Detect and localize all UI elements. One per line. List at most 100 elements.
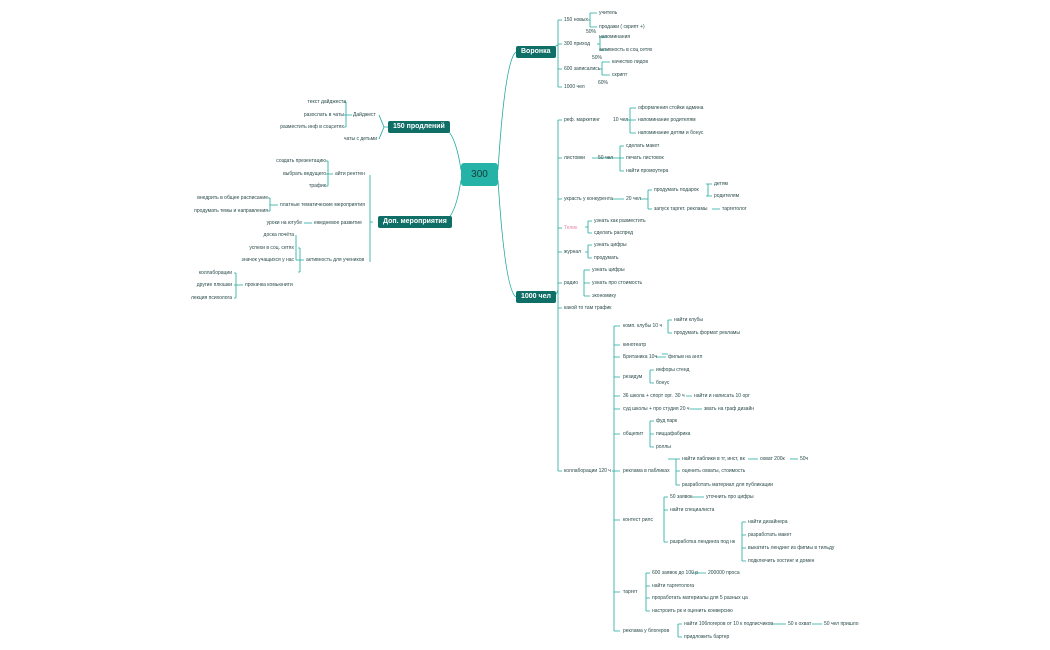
collab-node[interactable]: 50 к охват — [788, 621, 812, 627]
collab-node[interactable]: найти паблики в тг, инст, вк — [682, 456, 745, 462]
collab-node[interactable]: таргет — [623, 589, 638, 595]
channel-node[interactable]: 10 чел — [613, 117, 629, 123]
channel-node[interactable]: продумать — [594, 255, 619, 261]
channel-node[interactable]: узнать про стоимость — [592, 280, 643, 286]
funnel-node[interactable]: скрипт — [612, 72, 628, 78]
renewal-node[interactable]: текст дайджеста — [307, 99, 347, 105]
channel-node[interactable]: реф. маркетинг — [564, 117, 600, 123]
collab-node[interactable]: охват 200к — [760, 456, 785, 462]
collab-node[interactable]: контест рилс — [623, 517, 653, 523]
event-node[interactable]: успехи в соц. сетях — [249, 245, 294, 251]
collab-node[interactable]: найти 10блогеров от 10 к подписчиков — [684, 621, 774, 627]
collab-node[interactable]: звать на граф дизайн — [704, 406, 755, 412]
collab-node[interactable]: реклама в пабликах — [623, 468, 670, 474]
channel-node[interactable]: узнать цифры — [592, 267, 625, 273]
collab-node[interactable]: фильм на англ — [668, 354, 703, 360]
collab-node[interactable]: разработка лендинга под нк — [670, 539, 736, 545]
event-node[interactable]: прокачка комьюнити — [245, 282, 293, 288]
collab-node[interactable]: найти и написать 10 орг — [694, 393, 750, 399]
funnel-node[interactable]: 1000 чел — [564, 84, 585, 90]
funnel-node[interactable]: 300 приход — [564, 41, 591, 47]
channel-node[interactable]: листовки — [564, 155, 585, 161]
channel-node[interactable]: узнать цифры — [594, 242, 627, 248]
channel-node[interactable]: узнать как разместить — [594, 218, 646, 224]
channel-node[interactable]: коллаборации 120 ч — [564, 468, 611, 474]
collab-node[interactable]: общепит — [623, 431, 644, 437]
collab-node[interactable]: фуд парк — [656, 418, 678, 424]
funnel-node[interactable]: активность в соц сетях — [599, 47, 653, 53]
collab-node[interactable]: 50ч — [800, 456, 809, 462]
event-node[interactable]: другие плюшки — [196, 282, 232, 288]
event-node[interactable]: трафик — [309, 183, 326, 189]
funnel-node[interactable]: напоминания — [599, 34, 631, 40]
collab-node[interactable]: найти клубы — [674, 317, 703, 323]
channel-node[interactable]: украсть у конкурента — [564, 196, 613, 202]
event-node[interactable]: лекция психолога — [190, 295, 232, 301]
renewal-node[interactable]: разместить инф в соцсетях — [280, 124, 344, 130]
channel-node[interactable]: родителям — [714, 193, 740, 199]
collab-node[interactable]: 50 чел пришло — [824, 621, 859, 627]
collab-node[interactable]: 600 заявок до 100 р — [652, 570, 699, 576]
collab-node[interactable]: придложить бартер — [684, 634, 730, 640]
channel-node[interactable]: найти промоутера — [626, 168, 669, 174]
collab-node[interactable]: пиццафабрика — [656, 431, 691, 437]
collab-node[interactable]: подключить хостинг и домен — [748, 558, 815, 564]
channel-node[interactable]: экономику — [592, 293, 617, 299]
event-node[interactable]: уроки на ютубе — [266, 220, 302, 226]
collab-node[interactable]: найти таргетолога — [652, 583, 695, 589]
funnel-node[interactable]: продажи ( скрипт +) — [599, 24, 645, 30]
renewal-node[interactable]: чаты с детьми — [343, 136, 377, 142]
collab-node[interactable]: настроить рк и оценить конверсию — [652, 608, 733, 614]
event-node[interactable]: создать презентацию — [276, 158, 326, 164]
branch-1000-people[interactable]: 1000 чел — [516, 291, 556, 303]
collab-node[interactable]: уточнить про цифры — [706, 494, 754, 500]
event-node[interactable]: значок учащихся у нас — [241, 257, 294, 263]
event-node[interactable]: ежедневое развитие — [314, 220, 362, 226]
event-node[interactable]: продумать темы и направления — [194, 208, 268, 214]
channel-node[interactable]: продумать подарок — [654, 187, 699, 193]
collab-node[interactable]: 200000 проса — [708, 570, 740, 576]
channel-node[interactable]: запуск таргет. рекламы — [654, 206, 708, 212]
collab-node[interactable]: разработать материал для публикации — [682, 482, 773, 488]
collab-node[interactable]: суд школы + про студия 20 ч — [623, 406, 690, 412]
funnel-node[interactable]: 150 новых — [564, 17, 589, 23]
event-node[interactable]: коллаборации — [198, 270, 232, 276]
channel-node[interactable]: сделать макет — [626, 143, 660, 149]
channel-node[interactable]: напоминание родителям — [638, 117, 696, 123]
collab-node[interactable]: бонус — [656, 380, 670, 386]
collab-node[interactable]: инфоры стенд — [656, 367, 690, 373]
channel-node[interactable]: таргетолог — [722, 206, 747, 212]
branch-voronka[interactable]: Воронка — [516, 46, 556, 58]
collab-node[interactable]: кинотеатр — [623, 342, 647, 348]
collab-node[interactable]: разработать макет — [748, 532, 792, 538]
channel-node[interactable]: Телик — [564, 225, 578, 231]
channel-node[interactable]: радио — [564, 280, 579, 286]
collab-node[interactable]: найти специалиста — [670, 507, 715, 513]
collab-node[interactable]: комп. клубы 10 ч — [623, 323, 663, 329]
funnel-node[interactable]: 600 записались — [564, 66, 601, 72]
renewal-node[interactable]: Дайджест — [353, 112, 376, 118]
collab-node[interactable]: Британика 10ч — [623, 354, 658, 360]
funnel-node[interactable]: качество лидов — [612, 59, 648, 65]
channel-node[interactable]: печать листовок — [626, 155, 664, 161]
event-node[interactable]: выбрать ведущего — [283, 171, 326, 177]
event-node[interactable]: доска почёта — [263, 232, 294, 238]
event-node[interactable]: активность для учеников — [306, 257, 365, 263]
event-node[interactable]: внедрить в общее расписание — [197, 195, 268, 201]
funnel-node[interactable]: учитель — [599, 10, 618, 16]
collab-node[interactable]: 50 заявок — [670, 494, 693, 500]
branch-150-renewals[interactable]: 150 продлений — [388, 121, 450, 133]
channel-node[interactable]: 50 чел — [598, 155, 614, 161]
channel-node[interactable]: оформления стойки админа — [638, 105, 704, 111]
event-node[interactable]: айти рентген — [335, 171, 365, 177]
collab-node[interactable]: 30 ч — [675, 393, 685, 399]
event-node[interactable]: платные тематические мероприятия — [280, 202, 365, 208]
channel-node[interactable]: сделать распред — [594, 230, 634, 236]
collab-node[interactable]: реклама у блогеров — [623, 628, 670, 634]
channel-node[interactable]: детям — [714, 181, 728, 187]
collab-node[interactable]: продумать формат рекламы — [674, 330, 740, 336]
branch-dop-events[interactable]: Доп. мероприятия — [378, 216, 452, 228]
collab-node[interactable]: 36 школа + спорт орг. — [623, 393, 673, 399]
collab-node[interactable]: выкатить лендинг из фигмы в тильду — [748, 545, 835, 551]
collab-node[interactable]: роллы — [656, 444, 671, 450]
